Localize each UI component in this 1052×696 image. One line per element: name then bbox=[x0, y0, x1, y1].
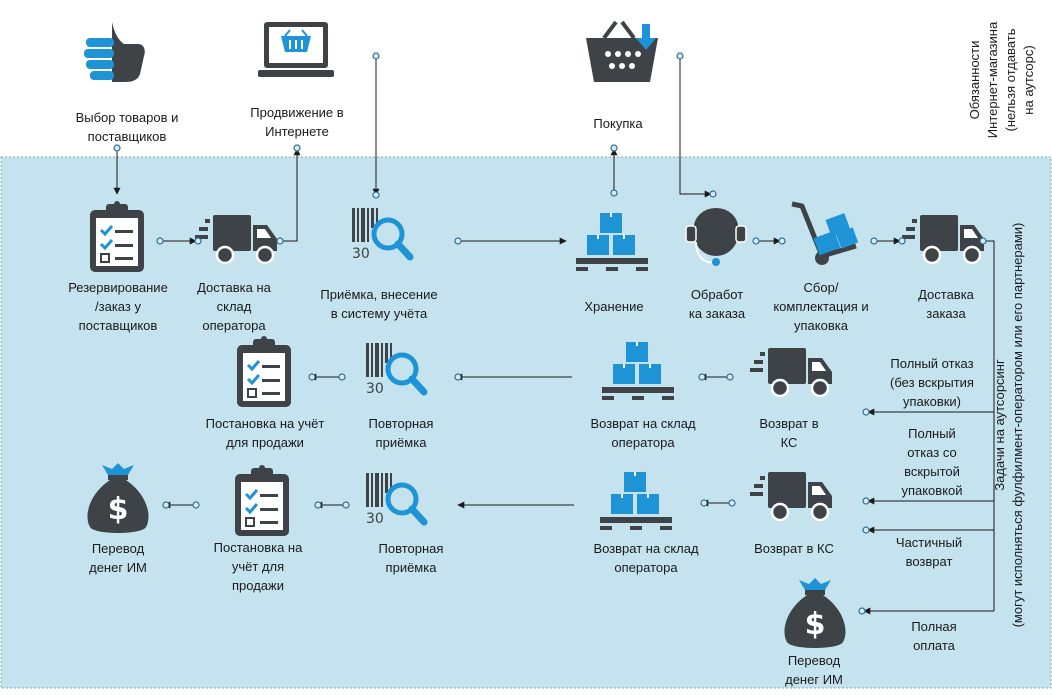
label-select-goods: Выбор товаров и поставщиков bbox=[75, 110, 179, 144]
registration-clipboard-icon-2 bbox=[233, 463, 291, 538]
label-purchase: Покупка bbox=[593, 116, 643, 131]
label-partial-return: Частичный возврат bbox=[895, 535, 963, 569]
hand-truck-boxes-icon bbox=[791, 201, 859, 265]
registration-clipboard-icon-1 bbox=[235, 334, 293, 409]
label-registration-for-sale-1: Постановка на учёт для продажи bbox=[205, 416, 325, 450]
clipboard-checklist-icon bbox=[88, 199, 146, 274]
label-delivery-to-warehouse: Доставка на склад оператора bbox=[197, 280, 271, 333]
label-full-payment: Полная оплата bbox=[911, 619, 957, 653]
thumbs-up-icon bbox=[84, 22, 145, 82]
label-order-processing: Обработ ка заказа bbox=[688, 287, 746, 321]
label-transfer-money-2: Перевод денег ИМ bbox=[785, 653, 843, 687]
label-receiving: Приёмка, внесение в систему учёта bbox=[320, 287, 438, 321]
label-return-to-warehouse-2: Возврат на склад оператора bbox=[593, 541, 699, 575]
label-transfer-money-1: Перевод денег ИМ bbox=[89, 541, 147, 575]
label-return-to-ks-2: Возврат в КС bbox=[754, 541, 834, 556]
label-picking: Сбор/ комплектация и упаковка bbox=[773, 280, 869, 333]
shopping-basket-download-icon bbox=[586, 20, 658, 82]
connectors bbox=[113, 56, 995, 615]
label-registration-for-sale-2: Постановка на учёт для продажи bbox=[213, 540, 303, 593]
label-storage: Хранение bbox=[584, 299, 644, 314]
laptop-basket-icon bbox=[258, 22, 334, 77]
outsourcing-zone bbox=[0, 156, 1052, 689]
label-return-to-warehouse-1: Возврат на склад оператора bbox=[590, 416, 696, 450]
label-full-refusal-opened: Полный отказ со вскрытой упаковкой bbox=[901, 426, 963, 498]
label-re-receiving-2: Повторная приёмка bbox=[378, 541, 444, 575]
headset-operator-icon bbox=[685, 208, 747, 266]
label-re-receiving-1: Повторная приёмка bbox=[368, 416, 434, 450]
label-promotion: Продвижение в Интернете bbox=[250, 105, 344, 139]
label-order-delivery: Доставка заказа bbox=[918, 287, 974, 321]
label-return-to-ks-1: Возврат в КС bbox=[759, 416, 819, 450]
label-shop-duties: Обязанности Интернет-магазина (нельзя от… bbox=[967, 21, 1036, 139]
label-reserve: Резервирование /заказ у поставщиков bbox=[68, 280, 168, 333]
label-full-refusal-unopened: Полный отказ (без вскрытия упаковки) bbox=[890, 356, 974, 409]
label-outsourcing-tasks: Задачи на аутсорсинг (могут исполняться … bbox=[992, 222, 1025, 628]
